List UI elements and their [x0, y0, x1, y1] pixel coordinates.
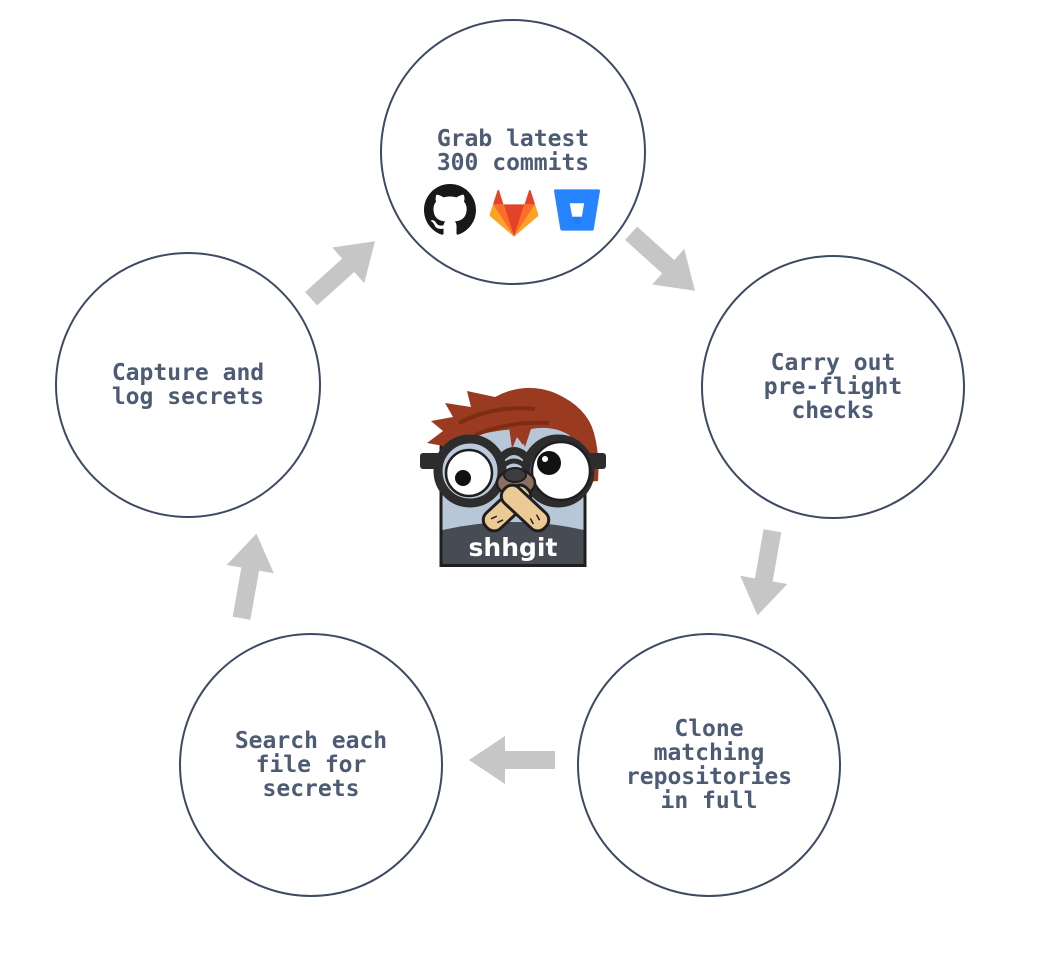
- step-line: checks: [791, 398, 875, 424]
- shhgit-mascot: shhgit: [420, 387, 606, 567]
- arrow-clone-to-search-icon: [469, 736, 555, 784]
- mascot-hair-streak: [458, 406, 536, 425]
- glasses-bridge: [496, 447, 532, 462]
- step-line: matching: [653, 740, 765, 766]
- mascot-hair-streak: [474, 420, 550, 437]
- step-circle-clone-repos: Clone matching repositories in full: [577, 633, 841, 897]
- step-line: repositories: [625, 764, 793, 790]
- mascot-paw-right: [499, 483, 551, 533]
- step-line: Search each: [234, 728, 388, 754]
- arrow-search-to-capture-icon: [226, 533, 274, 620]
- step-label-grab-commits: Grab latest 300 commits: [437, 127, 589, 175]
- mascot-body: [442, 522, 584, 564]
- step-label-capture-log: Capture and log secrets: [112, 361, 264, 409]
- mascot-fringe: [509, 427, 527, 449]
- arrow-capture-to-grab-icon: [305, 241, 375, 306]
- step-line: log secrets: [111, 384, 265, 410]
- mascot-hair: [427, 387, 599, 483]
- step-line: Carry out: [770, 350, 896, 376]
- git-provider-icons: [424, 183, 602, 237]
- step-line: secrets: [262, 776, 360, 802]
- step-line: in full: [660, 788, 758, 814]
- step-line: pre-flight: [763, 374, 903, 400]
- step-line: Clone: [674, 716, 744, 742]
- step-label-preflight-checks: Carry out pre-flight checks: [764, 351, 902, 423]
- arrow-grab-to-preflight-icon: [625, 226, 695, 291]
- glasses-bridge-bar: [500, 458, 528, 469]
- step-circle-capture-log: Capture and log secrets: [55, 252, 321, 518]
- step-line: Capture and: [111, 360, 265, 386]
- gitlab-icon: [489, 189, 539, 237]
- mascot-nose: [503, 467, 527, 483]
- bitbucket-icon: [553, 189, 600, 231]
- step-label-search-files: Search each file for secrets: [235, 729, 387, 801]
- step-line: file for: [255, 752, 367, 778]
- step-line: Grab latest: [436, 126, 590, 152]
- mascot-pupil-left: [455, 470, 471, 486]
- mascot-pupil-right: [537, 451, 561, 475]
- step-circle-grab-commits: Grab latest 300 commits: [380, 19, 646, 285]
- step-circle-preflight-checks: Carry out pre-flight checks: [701, 255, 965, 519]
- arrow-preflight-to-clone-icon: [740, 529, 788, 616]
- step-line: 300 commits: [436, 150, 590, 176]
- step-circle-search-files: Search each file for secrets: [179, 633, 443, 897]
- mascot-wordmark: shhgit: [469, 533, 558, 562]
- step-label-clone-repos: Clone matching repositories in full: [626, 717, 792, 813]
- mascot-pupil-highlight: [542, 456, 548, 462]
- github-icon: [424, 184, 476, 235]
